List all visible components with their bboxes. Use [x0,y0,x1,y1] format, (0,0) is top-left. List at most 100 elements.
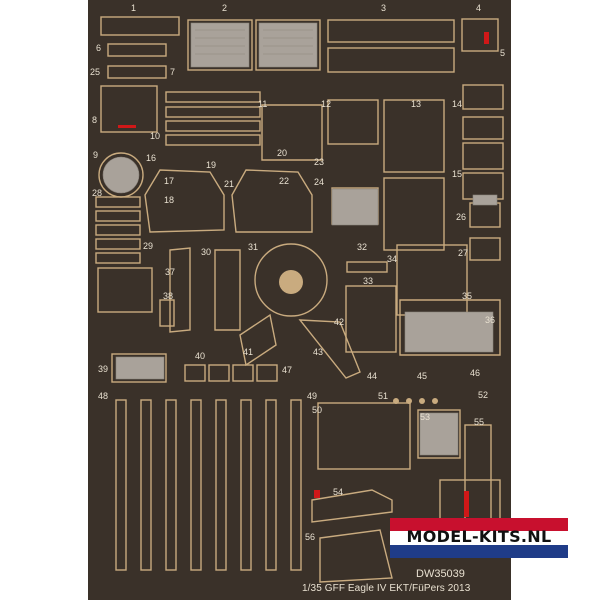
part-number-15: 15 [452,169,463,179]
part-number-28: 28 [92,188,103,198]
product-code: DW35039 [416,568,465,580]
sheet-caption: 1/35 GFF Eagle IV EKT/FüPers 2013 [302,583,471,594]
part-14b [462,116,504,140]
part-40a [184,364,206,382]
red-mark-8 [118,125,136,128]
watermark-logo: MODEL-KITS.NL [390,518,568,558]
part-2b [255,19,321,71]
part-number-51: 51 [378,391,389,401]
etch-26 [472,194,498,206]
part-38 [159,299,175,327]
part-number-22: 22 [279,176,290,186]
etch-39 [115,356,165,380]
part-number-54: 54 [333,487,344,497]
part-48e [215,399,227,571]
part-number-18: 18 [164,195,175,205]
part-number-34: 34 [387,254,398,264]
part-29b [95,238,141,250]
part-11a [165,91,261,103]
part-number-14: 14 [452,99,463,109]
part-8 [100,85,158,133]
part-number-20: 20 [277,148,288,158]
part-6 [107,43,167,57]
part-number-19: 19 [206,160,217,170]
part-number-33: 33 [363,276,374,286]
part-number-47: 47 [282,365,293,375]
part-number-23: 23 [314,157,325,167]
part-number-26: 26 [456,212,467,222]
part-2a [187,19,253,71]
part-11c [165,120,261,132]
etch-2a [190,22,250,68]
etch-33 [331,188,379,226]
part-number-2: 2 [222,3,228,13]
part-number-52: 52 [478,390,489,400]
part-number-11: 11 [258,99,268,109]
part-number-13: 13 [411,99,422,109]
etch-9 [102,156,140,194]
etch-53 [419,412,459,456]
part-48d [190,399,202,571]
part-48g [265,399,277,571]
part-number-55: 55 [474,417,485,427]
part-48h [290,399,302,571]
part-4 [461,18,499,52]
part-number-32: 32 [357,242,368,252]
part-29c [95,252,141,264]
part-28b [95,210,141,222]
part-number-50: 50 [312,405,323,415]
part-number-56: 56 [305,532,316,542]
part-number-39: 39 [98,364,109,374]
part-number-10: 10 [150,131,161,141]
part-48f [240,399,252,571]
part-18 [144,169,225,233]
part-15a [462,142,504,170]
part-29a [95,224,141,236]
part-48a [115,399,127,571]
part-30b [214,249,241,331]
part-53 [417,409,461,459]
part-number-4: 4 [476,3,482,13]
part-34 [396,244,468,316]
part-number-25: 25 [90,67,101,77]
part-33b [345,285,397,353]
etch-2b [258,22,318,68]
part-number-7: 7 [170,67,176,77]
part-20 [261,104,323,161]
part-number-53: 53 [420,412,431,422]
part-number-48: 48 [98,391,109,401]
part-7 [107,65,167,79]
dot-31 [279,270,303,294]
part-26 [469,202,501,228]
part-1 [100,16,180,36]
part-number-49: 49 [307,391,318,401]
part-13b [383,177,445,251]
part-number-35: 35 [462,291,473,301]
part-number-36: 36 [485,315,496,325]
part-12 [327,99,379,145]
part-number-5: 5 [500,48,506,58]
watermark-text: MODEL-KITS.NL [406,527,552,546]
red-mark-54 [314,490,320,498]
part-number-29: 29 [143,241,154,251]
part-number-16: 16 [146,153,157,163]
part-number-6: 6 [96,43,102,53]
part-number-45: 45 [417,371,428,381]
part-3a [327,19,455,43]
part-number-43: 43 [313,347,324,357]
part-10 [165,134,261,146]
part-54 [311,489,393,523]
part-number-46: 46 [470,368,481,378]
part-number-41: 41 [243,347,254,357]
part-28a [95,196,141,208]
part-number-30: 30 [201,247,212,257]
part-40c [232,364,254,382]
part-number-1: 1 [131,3,137,13]
red-mark-55 [464,491,469,517]
part-number-24: 24 [314,177,325,187]
part-32 [346,261,388,273]
part-number-3: 3 [381,3,387,13]
red-mark-4 [484,32,489,44]
part-27 [469,237,501,261]
part-40d [256,364,278,382]
